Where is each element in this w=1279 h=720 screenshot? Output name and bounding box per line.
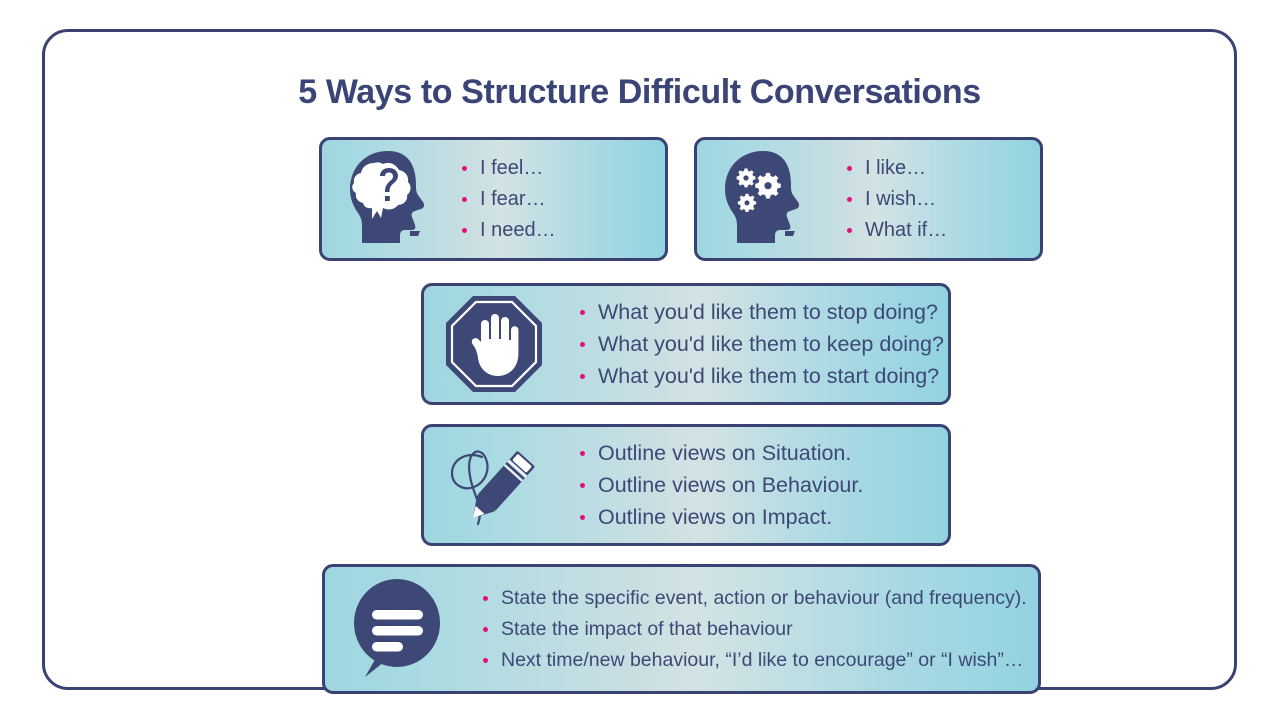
card-item-list: Outline views on Situation. Outline view… [578,437,948,533]
card-item-list: I like… I wish… What if… [845,153,1040,246]
page-title: 5 Ways to Structure Difficult Conversati… [298,73,981,111]
infographic-frame: 5 Ways to Structure Difficult Conversati… [42,29,1237,694]
card-item-list: State the specific event, action or beha… [481,583,1038,676]
list-item: I like… [845,153,1040,184]
list-item: State the impact of that behaviour [481,614,1038,645]
card-outline-views: Outline views on Situation. Outline view… [421,424,951,546]
list-item: Outline views on Behaviour. [578,469,948,501]
list-item: Outline views on Impact. [578,501,948,533]
list-item: Outline views on Situation. [578,437,948,469]
list-item: I need… [460,215,665,246]
head-question-brain-icon [334,143,446,255]
list-item: What if… [845,215,1040,246]
list-item: What you'd like them to start doing? [578,360,948,392]
list-item: What you'd like them to stop doing? [578,296,948,328]
head-gears-icon [709,143,821,255]
list-item: I feel… [460,153,665,184]
pencil-drawing-icon [438,429,550,541]
list-item: What you'd like them to keep doing? [578,328,948,360]
speech-bubble-icon [341,571,453,687]
list-item: Next time/new behaviour, “I’d like to en… [481,645,1038,676]
list-item: I wish… [845,184,1040,215]
card-item-list: What you'd like them to stop doing? What… [578,296,948,392]
list-item: State the specific event, action or beha… [481,583,1038,614]
stop-sign-hand-icon [438,288,550,400]
card-i-like: I like… I wish… What if… [694,137,1043,261]
card-state-event: State the specific event, action or beha… [322,564,1041,694]
list-item: I fear… [460,184,665,215]
card-i-feel: I feel… I fear… I need… [319,137,668,261]
card-stop-keep-start: What you'd like them to stop doing? What… [421,283,951,405]
card-item-list: I feel… I fear… I need… [460,153,665,246]
